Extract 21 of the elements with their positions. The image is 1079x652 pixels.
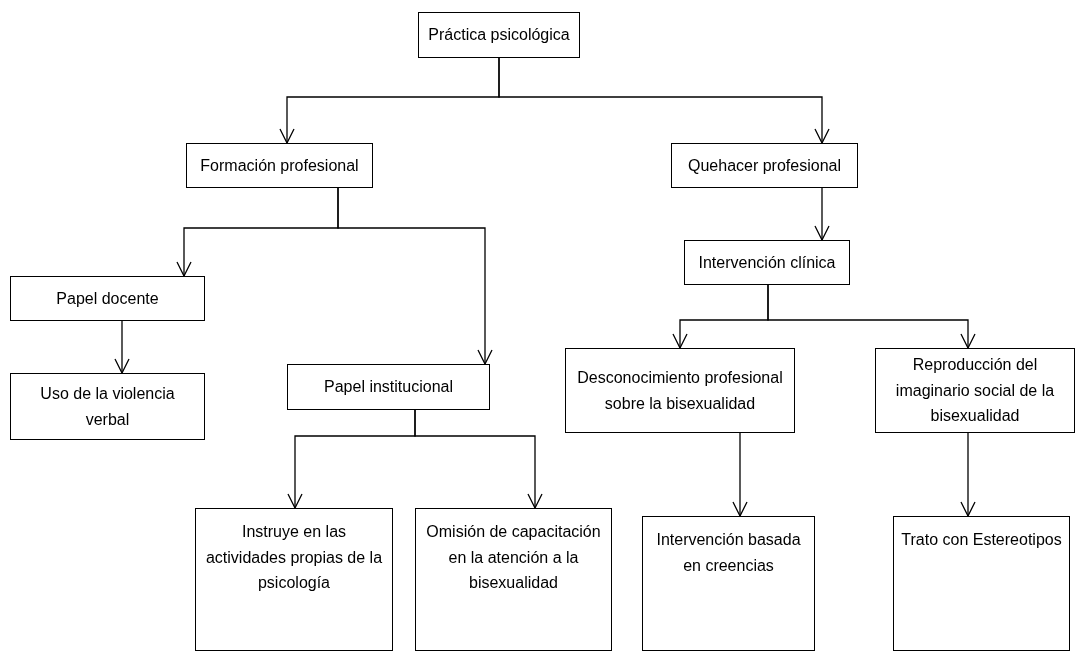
- concept-box: Papel docente: [10, 276, 205, 321]
- arrow: [732, 432, 748, 517]
- concept-box: Uso de la violencia verbal: [10, 373, 205, 440]
- concept-box: Práctica psicológica: [418, 12, 580, 58]
- concept-box: Trato con Estereotipos: [893, 516, 1070, 651]
- concept-box: Instruye en las actividades propias de la psicología: [195, 508, 393, 651]
- concept-box: Papel institucional: [287, 364, 490, 410]
- arrow: [814, 187, 830, 241]
- concept-box: Quehacer profesional: [671, 143, 858, 188]
- concept-box: Desconocimiento profesional sobre la bisexualidad: [565, 348, 795, 433]
- concept-box: Intervención basada en creencias: [642, 516, 815, 651]
- concept-box: Intervención clínica: [684, 240, 850, 285]
- concept-box: Omisión de capacitación en la atención a la bisexualidad: [415, 508, 612, 651]
- arrow: [414, 409, 543, 509]
- arrow: [767, 284, 976, 349]
- concept-box: Formación profesional: [186, 143, 373, 188]
- arrow: [114, 320, 130, 374]
- concept-box: Reproducción del imaginario social de la bisexualidad: [875, 348, 1075, 433]
- arrow: [960, 432, 976, 517]
- arrow: [498, 57, 830, 144]
- arrow: [337, 187, 493, 365]
